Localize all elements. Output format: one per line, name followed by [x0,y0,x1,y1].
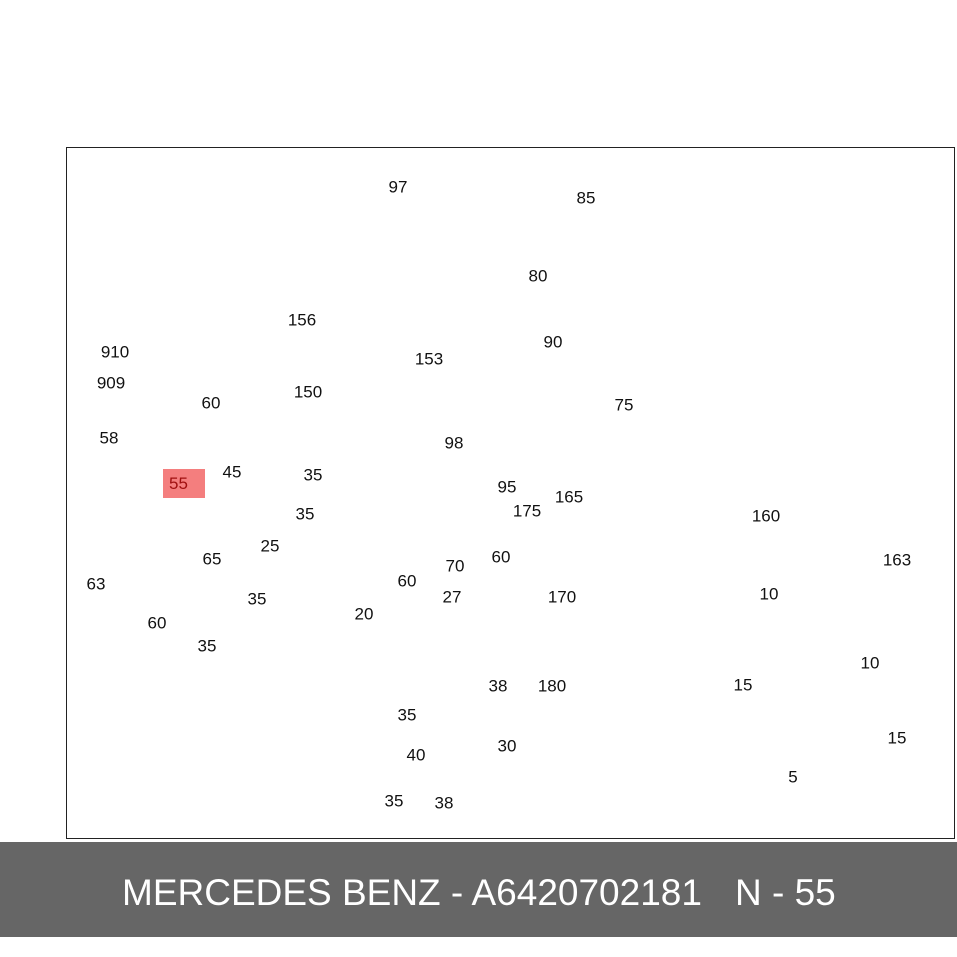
part-label[interactable]: 98 [444,433,464,453]
part-label[interactable]: 35 [247,589,267,609]
parts-diagram [66,147,955,839]
part-label[interactable]: 75 [614,395,634,415]
part-label[interactable]: 35 [295,504,315,524]
part-label[interactable]: 35 [197,636,217,656]
part-label[interactable]: 15 [733,675,753,695]
footer-position: N - 55 [735,872,836,913]
highlighted-part-label[interactable]: 55 [163,469,205,498]
part-label[interactable]: 60 [147,613,167,633]
part-label[interactable]: 175 [512,501,542,521]
part-label[interactable]: 5 [788,767,798,787]
part-label[interactable]: 156 [287,310,317,330]
part-label[interactable]: 10 [860,653,880,673]
part-label[interactable]: 20 [354,604,374,624]
part-label[interactable]: 60 [491,547,511,567]
part-label[interactable]: 85 [576,188,596,208]
part-label[interactable]: 38 [434,793,454,813]
part-label[interactable]: 180 [537,676,567,696]
part-label[interactable]: 35 [303,465,323,485]
part-label[interactable]: 25 [260,536,280,556]
part-label[interactable]: 70 [445,556,465,576]
part-label[interactable]: 15 [887,728,907,748]
part-label[interactable]: 27 [442,587,462,607]
part-label[interactable]: 45 [222,462,242,482]
part-label[interactable]: 40 [406,745,426,765]
part-label[interactable]: 909 [96,373,126,393]
part-label[interactable]: 35 [397,705,417,725]
part-label[interactable]: 165 [554,487,584,507]
part-label[interactable]: 38 [488,676,508,696]
part-label[interactable]: 35 [384,791,404,811]
part-label[interactable]: 153 [414,349,444,369]
part-label[interactable]: 30 [497,736,517,756]
part-label[interactable]: 90 [543,332,563,352]
part-label[interactable]: 58 [99,428,119,448]
part-label[interactable]: 97 [388,177,408,197]
part-label[interactable]: 95 [497,477,517,497]
footer-bar: MERCEDES BENZ - A6420702181 N - 55 [0,842,957,937]
part-label[interactable]: 150 [293,382,323,402]
part-label[interactable]: 60 [397,571,417,591]
part-label[interactable]: 60 [201,393,221,413]
part-label[interactable]: 65 [202,549,222,569]
highlighted-part-number: 55 [169,474,188,493]
part-label[interactable]: 80 [528,266,548,286]
part-label[interactable]: 10 [759,584,779,604]
part-label[interactable]: 170 [547,587,577,607]
part-label[interactable]: 163 [882,550,912,570]
footer-title: MERCEDES BENZ - A6420702181 [122,872,702,913]
part-label[interactable]: 63 [86,574,106,594]
part-label[interactable]: 910 [100,342,130,362]
part-label[interactable]: 160 [751,506,781,526]
